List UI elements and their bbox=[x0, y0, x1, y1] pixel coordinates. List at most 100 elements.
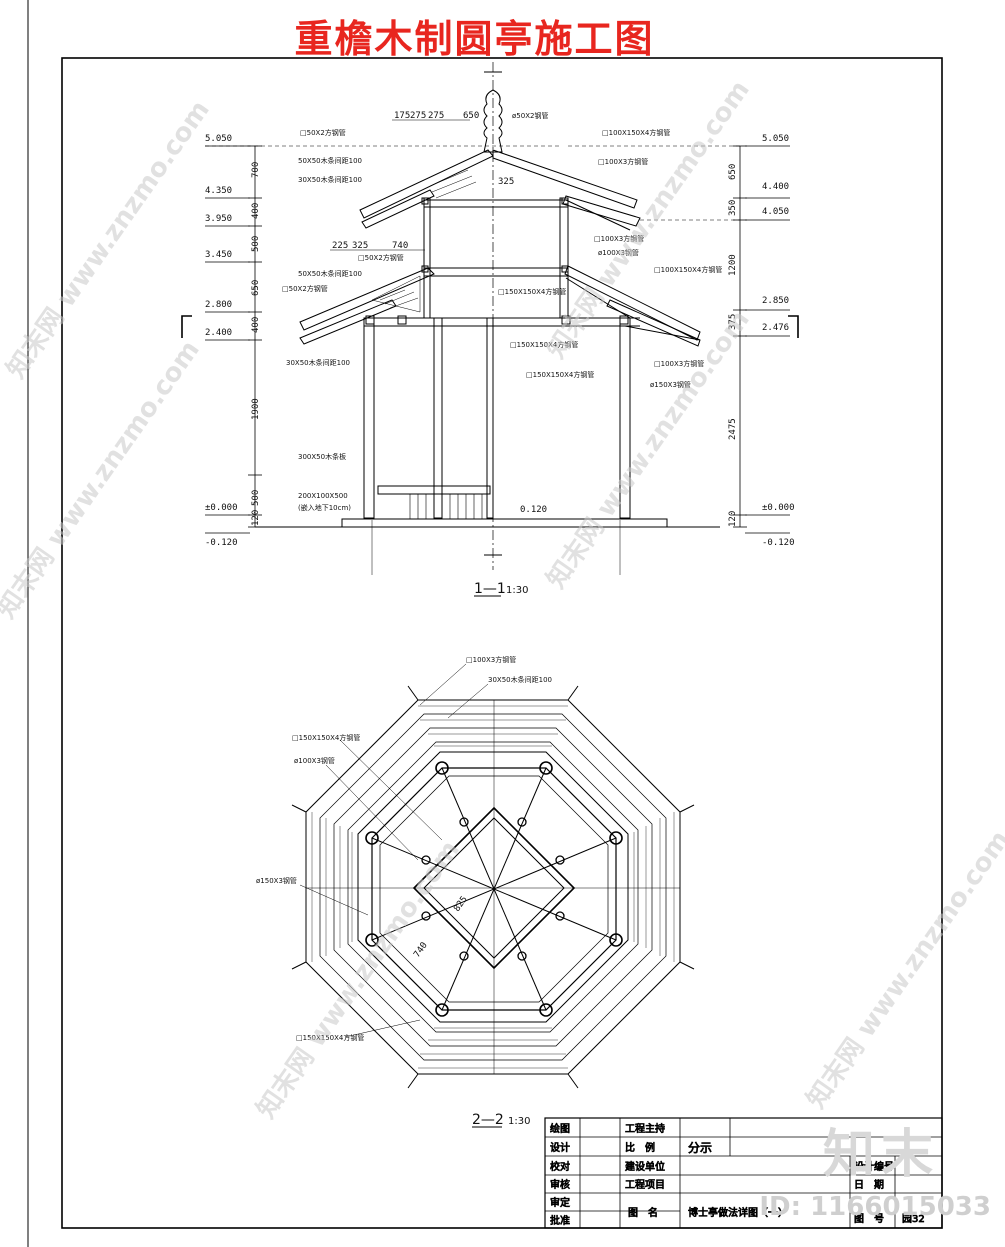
tb-sheet-no: 园32 bbox=[902, 1213, 925, 1225]
brand-logo-text: 知末 bbox=[822, 1125, 939, 1185]
note: □50X2方钢管 bbox=[282, 284, 328, 293]
dim-right: 650 bbox=[728, 164, 738, 180]
tb-cell: 工程主持 bbox=[625, 1122, 665, 1135]
tb-cell: 批准 bbox=[550, 1214, 570, 1227]
note: 200X100X500 bbox=[298, 492, 348, 500]
note: 30X50木条间距100 bbox=[298, 175, 362, 184]
dim-left: 700 bbox=[251, 162, 261, 178]
note: 50X50木条间距100 bbox=[298, 156, 362, 165]
dim-top: 175 bbox=[394, 111, 410, 121]
note: 300X50木条板 bbox=[298, 452, 346, 461]
level-left: 2.800 bbox=[205, 300, 232, 310]
level-left: 5.050 bbox=[205, 134, 232, 144]
dim-right: 120 bbox=[728, 511, 738, 527]
dim-left: 1900 bbox=[251, 398, 261, 420]
tb-cell: 审核 bbox=[550, 1178, 570, 1191]
tb-right-label: 设计编号 bbox=[854, 1160, 894, 1173]
note: (嵌入地下10cm) bbox=[298, 503, 351, 512]
dim-left: 120 bbox=[251, 510, 261, 526]
tb-cell: 绘图 bbox=[550, 1122, 570, 1135]
note: ø150X3钢管 bbox=[650, 380, 691, 389]
level-right: 5.050 bbox=[762, 134, 789, 144]
image-id-text: ID: 1166015033 bbox=[759, 1192, 991, 1222]
level-left: 3.950 bbox=[205, 214, 232, 224]
dim-left: 500 bbox=[251, 490, 261, 506]
note: □100X150X4方钢管 bbox=[654, 265, 722, 274]
level-left: 2.400 bbox=[205, 328, 232, 338]
plan-note: 30X50木条间距100 bbox=[488, 675, 552, 684]
note: ø100X3钢管 bbox=[598, 248, 639, 257]
tb-drawing-name: 博士亭做法详图（一） bbox=[688, 1206, 788, 1219]
watermarks: 知末网 www.znzmo.com 知末网 www.znzmo.com 知末网 … bbox=[0, 75, 1005, 1124]
tb-cell: 校对 bbox=[550, 1160, 570, 1173]
dim-mid: 225 bbox=[332, 241, 348, 251]
section-1-1 bbox=[181, 62, 799, 575]
dim-left: 650 bbox=[251, 280, 261, 296]
dim-right: 375 bbox=[728, 314, 738, 330]
floor-mark: 0.120 bbox=[520, 505, 547, 515]
plan-note: □150X150X4方钢管 bbox=[296, 1033, 364, 1042]
level-left: 3.450 bbox=[205, 250, 232, 260]
plan-dim: 825 bbox=[452, 895, 470, 914]
tb-cell: 设计 bbox=[550, 1141, 570, 1154]
tb-right-label: 日 期 bbox=[854, 1179, 884, 1191]
note: 50X50木条间距100 bbox=[298, 269, 362, 278]
note: □150X150X4方钢管 bbox=[498, 287, 566, 296]
dim-left: 400 bbox=[251, 203, 261, 219]
section-1-notes-left: □50X2方钢管 50X50木条间距100 30X50木条间距100 □50X2… bbox=[282, 128, 404, 512]
section-1-dims-top: 175 275 275 650 225 325 740 325 0.120 bbox=[332, 111, 547, 515]
note: □50X2方钢管 bbox=[358, 253, 404, 262]
section-label: 2—2 bbox=[472, 1112, 504, 1128]
dim-right: 350 bbox=[728, 200, 738, 216]
level-right: 4.050 bbox=[762, 207, 789, 217]
dim-mid: 325 bbox=[352, 241, 368, 251]
note: □100X3方钢管 bbox=[654, 359, 704, 368]
dim-left: 400 bbox=[251, 317, 261, 333]
plan-dim: 740 bbox=[412, 941, 430, 960]
section-1-dims-left: 700 400 500 650 400 1900 500 120 bbox=[251, 162, 261, 526]
dim-top: 275 bbox=[410, 111, 426, 121]
plan-note: □150X150X4方钢管 bbox=[292, 733, 360, 742]
sheet-border bbox=[61, 57, 943, 1229]
plan-note: ø150X3钢管 bbox=[256, 876, 297, 885]
level-right: ±0.000 bbox=[762, 503, 795, 513]
note: □100X3方钢管 bbox=[598, 157, 648, 166]
tb-cell: 工程项目 bbox=[625, 1179, 665, 1191]
section-label: 1—1 bbox=[474, 581, 506, 597]
level-right: 4.400 bbox=[762, 182, 789, 192]
note: □50X2方钢管 bbox=[300, 128, 346, 137]
watermark: 知末网 www.znzmo.com bbox=[801, 825, 1005, 1114]
plan-note: □100X3方钢管 bbox=[466, 655, 516, 664]
dim-right: 2475 bbox=[728, 418, 738, 440]
level-left: 4.350 bbox=[205, 186, 232, 196]
note: 30X50木条间距100 bbox=[286, 358, 350, 367]
section-2-2 bbox=[291, 663, 695, 1089]
dim-325: 325 bbox=[498, 177, 514, 187]
note: □150X150X4方钢管 bbox=[510, 340, 578, 349]
level-right: 2.850 bbox=[762, 296, 789, 306]
dim-mid: 740 bbox=[392, 241, 408, 251]
dim-right: 1200 bbox=[728, 254, 738, 276]
tb-right-label: 图 号 bbox=[854, 1213, 884, 1225]
tb-cell: 图 名 bbox=[628, 1206, 658, 1219]
section-1-notes-right: ø50X2钢管 □100X150X4方钢管 □100X3方钢管 □100X3方钢… bbox=[498, 111, 722, 389]
tb-cell: 分示 bbox=[688, 1141, 712, 1155]
section-scale: 1:30 bbox=[508, 1116, 530, 1127]
title-block: 绘图 工程主持 设计 比 例 分示 校对 建设单位 审核 工程项目 审定 批准 … bbox=[544, 1117, 943, 1229]
note: □100X150X4方钢管 bbox=[602, 128, 670, 137]
level-left: ±0.000 bbox=[205, 503, 238, 513]
section-1-levels-right: 5.050 4.400 4.050 2.850 2.476 ±0.000 -0.… bbox=[762, 134, 795, 548]
drawing-title: 重檐木制圆亭施工图 bbox=[294, 17, 655, 61]
note: □100X3方钢管 bbox=[594, 234, 644, 243]
tb-cell: 审定 bbox=[550, 1196, 570, 1209]
tb-cell: 建设单位 bbox=[625, 1160, 665, 1173]
dim-top: 275 bbox=[428, 111, 444, 121]
dim-top: 650 bbox=[463, 111, 479, 121]
tb-cell: 比 例 bbox=[625, 1141, 655, 1154]
section-1-dims-right: 650 350 1200 375 2475 120 bbox=[728, 164, 738, 527]
dim-left: 500 bbox=[251, 236, 261, 252]
level-right: -0.120 bbox=[762, 538, 795, 548]
section-1-levels-left: 5.050 4.350 3.950 3.450 2.800 2.400 ±0.0… bbox=[205, 134, 238, 548]
plan-note: ø100X3钢管 bbox=[294, 756, 335, 765]
